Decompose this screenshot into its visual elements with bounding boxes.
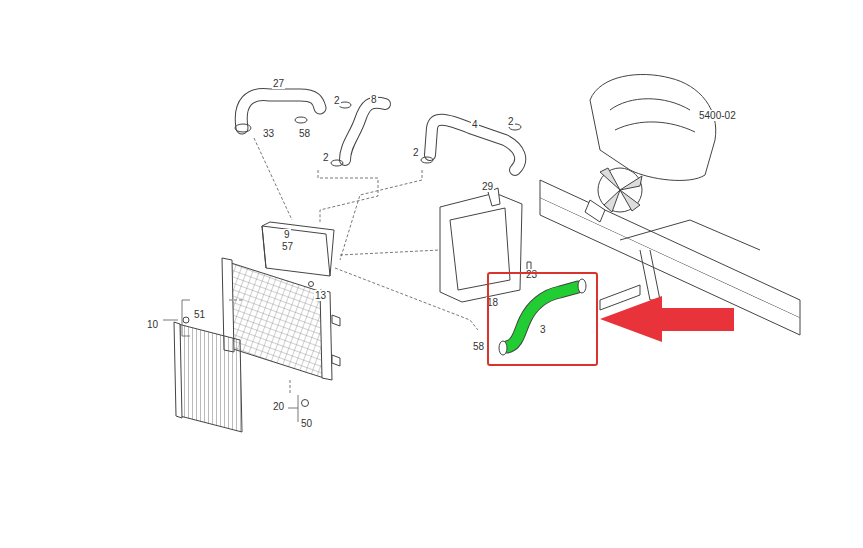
- callout-number: 27: [272, 78, 285, 89]
- callout-number: 33: [262, 128, 275, 139]
- callout-number: 9: [283, 229, 291, 240]
- callout-number: 13: [314, 290, 327, 301]
- callout-number: 3: [540, 324, 546, 335]
- callout-number: 23: [525, 269, 538, 280]
- callout-number: 29: [481, 181, 494, 192]
- callout-number: 5400-02: [698, 110, 737, 121]
- callout-number: 2: [412, 147, 420, 158]
- callout-number: 57: [281, 241, 294, 252]
- callout-number: 2: [333, 95, 341, 106]
- callout-number: 58: [298, 128, 311, 139]
- callout-number: 10: [146, 319, 159, 330]
- callout-number: 2: [322, 152, 330, 163]
- callout-number: 51: [193, 309, 206, 320]
- highlight-box: 3: [487, 272, 598, 366]
- callout-number: 58: [472, 341, 485, 352]
- callout-number: 50: [300, 418, 313, 429]
- callout-number: 20: [272, 401, 285, 412]
- callout-number: 8: [370, 94, 378, 105]
- callout-number: 4: [471, 119, 479, 130]
- callout-number: 2: [507, 116, 515, 127]
